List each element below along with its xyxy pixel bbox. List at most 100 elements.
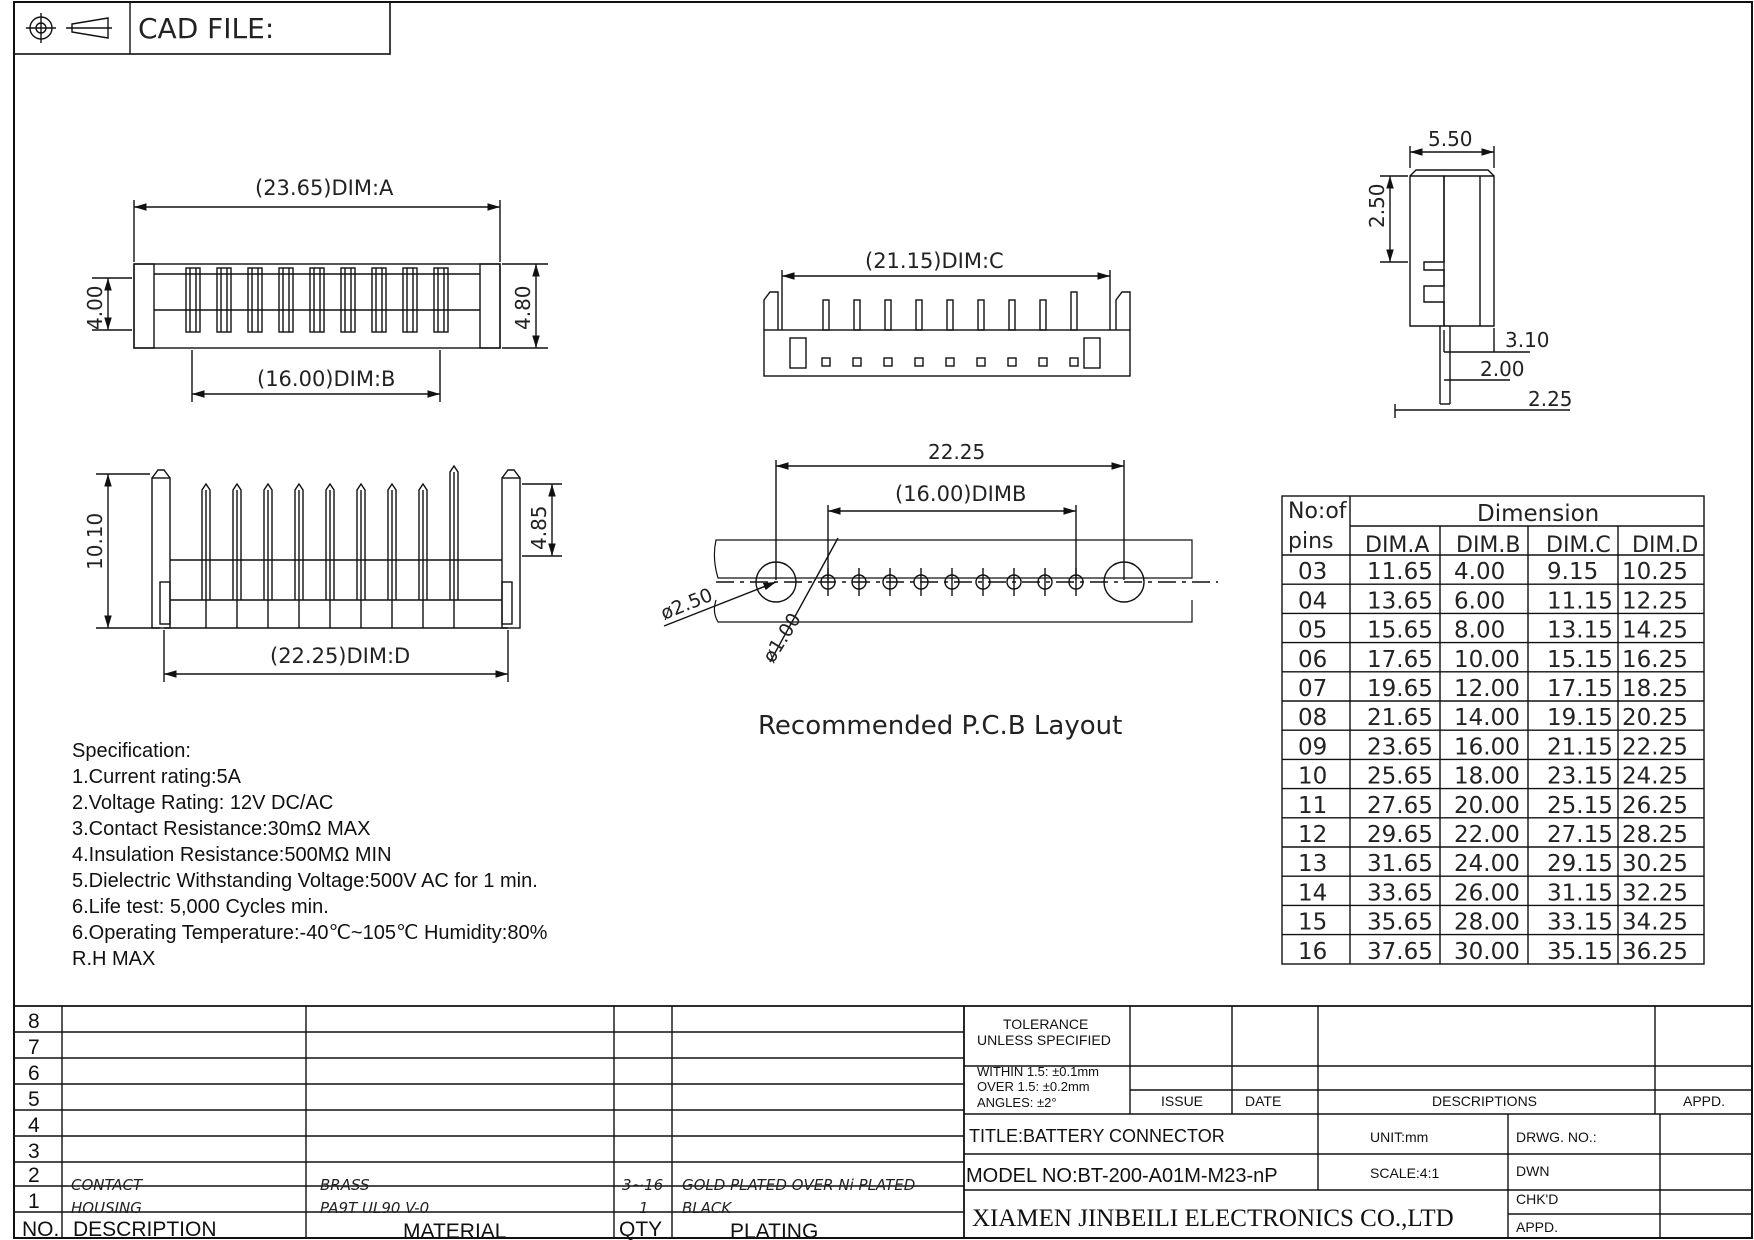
pcb-hole-small-label: ø1.00 [759,609,806,666]
top-view-pin [216,267,232,333]
front-view-pin [976,299,986,367]
dimension-table-cell: 26.00 [1454,880,1520,906]
dimension-table-cell: 11.15 [1547,588,1613,614]
dimension-table-cell: 14 [1298,880,1327,906]
dimension-table-cell: 36.25 [1622,939,1688,965]
drawing-number-label: DRWG. NO.: [1516,1129,1597,1145]
bom-row-number: 2 [28,1164,40,1187]
title-block: TOLERANCE UNLESS SPECIFIED WITHIN 1.5: ±… [964,1006,1752,1238]
dimension-table-cell: 11.65 [1367,559,1433,585]
spec-title: Specification: [72,740,191,762]
dimension-table-cell: 27.15 [1547,822,1613,848]
pcb-hole-big-label: ø2.50 [658,584,716,625]
bom-item-1-desc: HOUSING [71,1199,142,1217]
bottom-view-pin [356,482,366,628]
dimension-table-cell: 25.65 [1367,764,1433,790]
side-dim-1: 3.10 [1505,328,1550,352]
side-dim-3: 2.25 [1528,387,1573,411]
dimension-table-cell: 20.25 [1622,705,1688,731]
top-view-pin [340,267,356,333]
dimension-table-cell: 23.15 [1547,764,1613,790]
side-width-top: 5.50 [1428,127,1473,151]
dimension-table-cell: 04 [1298,588,1327,614]
col-dim-c: DIM.C [1546,533,1611,558]
dimension-table-cell: 21.65 [1367,705,1433,731]
front-view-pin [852,299,862,367]
pcb-hole [913,568,929,596]
dimension-table-cell: 25.15 [1547,793,1613,819]
bottom-view-pin [325,482,335,628]
sheet-border [13,1,1753,1239]
tolerance-over: OVER 1.5: ±0.2mm [977,1079,1090,1094]
bom-item-1-qty: 1 [639,1199,649,1217]
dimension-table-cell: 13.65 [1367,588,1433,614]
dimension-table-cell: 32.25 [1622,880,1688,906]
bom-item-1-material: PA9T UL90 V-0 [320,1199,429,1217]
dimb-label: (16.00)DIMB [895,482,1026,506]
dimension-table-cell: 33.15 [1547,910,1613,936]
front-view-pin [914,299,924,367]
scale-label: SCALE:4:1 [1370,1165,1439,1181]
dimension-table-cell: 16.25 [1622,647,1688,673]
dimension-table-cell: 12 [1298,822,1327,848]
col-dim-a: DIM.A [1365,533,1429,558]
drawing-title: TITLE:BATTERY CONNECTOR [969,1126,1225,1146]
dimension-table-cell: 22.00 [1454,822,1520,848]
front-view-pin [1038,299,1048,367]
dimension-table-cell: 23.65 [1367,734,1433,760]
dimension-table-cell: 14.25 [1622,618,1688,644]
bom-row-number: 3 [28,1140,40,1163]
front-view-pin [1069,291,1079,367]
bottom-height-left: 10.10 [83,513,107,570]
pcb-hole [944,568,960,596]
dimension-table-cell: 17.65 [1367,647,1433,673]
dimension-table-cell: 28.25 [1622,822,1688,848]
front-view-pin [945,299,955,367]
dimension-table: No:of pins Dimension DIM.A DIM.B DIM.C D… [1281,495,1705,965]
dimension-table-cell: 26.25 [1622,793,1688,819]
dimension-table-cell: 10 [1298,764,1327,790]
pcb-hole [1068,568,1084,596]
bottom-height-right: 4.85 [527,505,551,550]
dimension-table-cell: 13.15 [1547,618,1613,644]
bom-item-2-desc: CONTACT [71,1176,144,1194]
dim-d-label: (22.25)DIM:D [270,644,410,668]
dim-b-label: (16.00)DIM:B [257,367,395,391]
col-dim-b: DIM.B [1456,533,1521,558]
cad-file-header: CAD FILE: [13,1,391,55]
front-view: (21.15)DIM:C [763,249,1131,377]
side-height-top: 2.50 [1365,183,1389,228]
dimension-table-cell: 18.25 [1622,676,1688,702]
top-view-pin [185,267,201,333]
cad-file-label: CAD FILE: [138,12,274,45]
spec-line: 1.Current rating:5A [72,766,241,788]
dimension-table-cell: 8.00 [1454,618,1505,644]
top-height-right: 4.80 [511,285,535,330]
top-view-pin [278,267,294,333]
descriptions-label: DESCRIPTIONS [1432,1093,1537,1109]
dimension-table-cell: 29.15 [1547,851,1613,877]
pcb-hole [1037,568,1053,596]
bom-item-2-material: BRASS [320,1176,370,1194]
dimension-table-cell: 07 [1298,676,1327,702]
tolerance-label-1: TOLERANCE [1003,1016,1088,1032]
dimension-table-cell: 24.00 [1454,851,1520,877]
pcb-total-width: 22.25 [928,440,985,464]
dimension-table-cell: 13 [1298,851,1327,877]
tolerance-within: WITHIN 1.5: ±0.1mm [977,1064,1099,1079]
unit-label: UNIT:mm [1370,1129,1428,1145]
dimension-table-cell: 16 [1298,939,1327,965]
pcb-hole [820,568,836,596]
dimension-table-cell: 21.15 [1547,734,1613,760]
dimension-table-cell: 24.25 [1622,764,1688,790]
bom-row-number: 6 [28,1062,40,1085]
dimension-table-cell: 27.65 [1367,793,1433,819]
dim-a-label: (23.65)DIM:A [255,176,394,200]
